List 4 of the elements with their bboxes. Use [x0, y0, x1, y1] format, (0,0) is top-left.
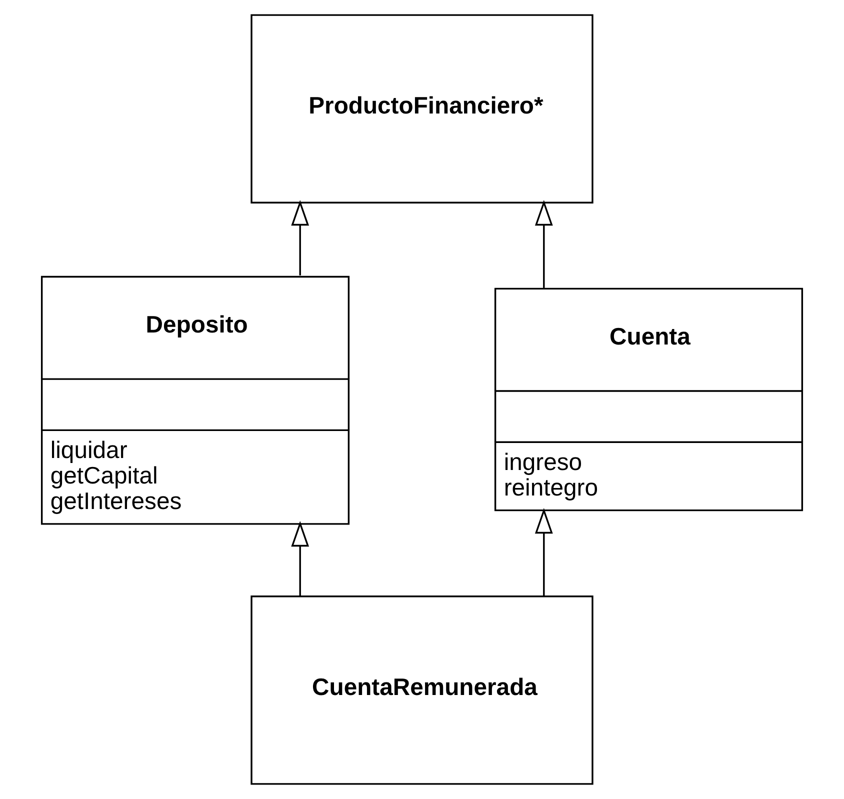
arrow [534, 200, 553, 288]
arrow [291, 200, 310, 276]
arrow [291, 520, 310, 596]
arrow [534, 508, 553, 596]
